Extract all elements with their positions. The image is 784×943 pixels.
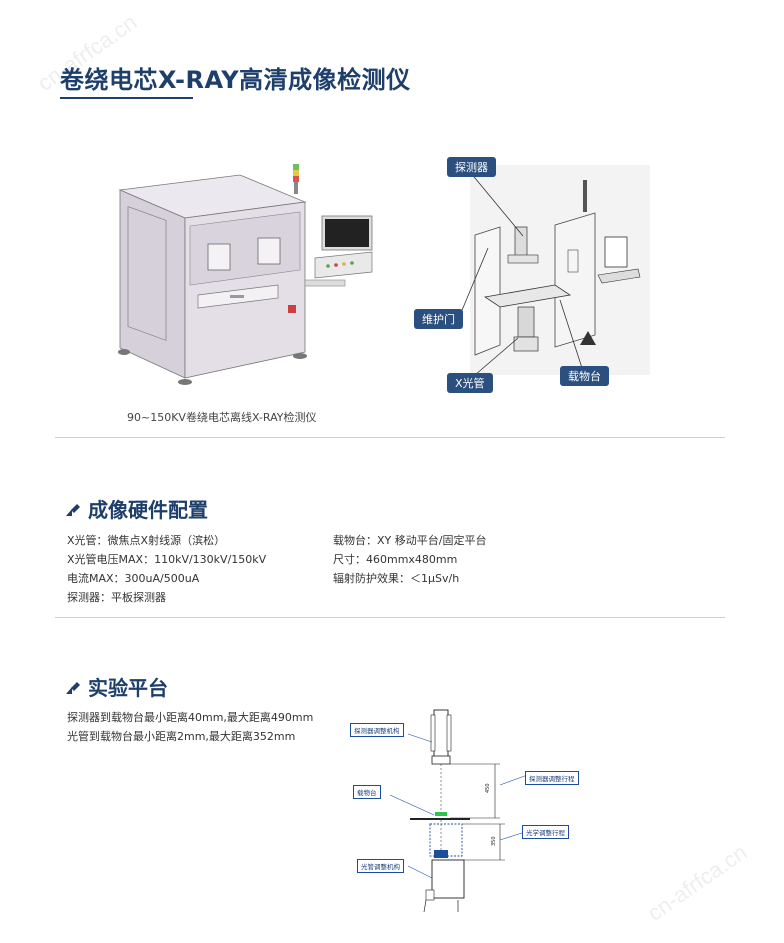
machine-caption: 90~150KV卷绕电芯离线X-RAY检测仪 [127, 411, 317, 424]
section-bullet-icon [66, 682, 80, 694]
divider-2 [55, 617, 725, 618]
machine-illustration [118, 164, 373, 385]
spec-line: 尺寸：460mmx480mm [333, 553, 458, 566]
label-optical-travel: 光学调整行程 [522, 825, 569, 839]
platform-diagram: 450 350 [389, 709, 531, 913]
callout-tube: X光管 [447, 373, 493, 393]
label-tube-mech: 光管调整机构 [357, 859, 404, 873]
spec-line: 探测器到载物台最小距离40mm,最大距离490mm [67, 711, 314, 724]
callout-detector: 探测器 [447, 157, 496, 177]
hardware-specs-right: 载物台：XY 移动平台/固定平台 尺寸：460mmx480mm 辐射防护效果：＜… [333, 531, 486, 588]
label-stage: 载物台 [353, 785, 381, 799]
spec-line: 辐射防护效果：＜1μSv/h [333, 572, 460, 585]
structure-illustration [470, 165, 650, 375]
spec-line: X光管：微焦点X射线源（滨松） [67, 534, 226, 547]
page-title: 卷绕电芯X-RAY高清成像检测仪 [60, 66, 411, 94]
spec-line: 光管到载物台最小距离2mm,最大距离352mm [67, 730, 296, 743]
callout-door: 维护门 [414, 309, 463, 329]
platform-specs: 探测器到载物台最小距离40mm,最大距离490mm 光管到载物台最小距离2mm,… [67, 708, 313, 746]
spec-line: 载物台：XY 移动平台/固定平台 [333, 534, 487, 547]
spec-line: X光管电压MAX：110kV/130kV/150kV [67, 553, 267, 566]
section-title-platform: 实验平台 [88, 676, 168, 700]
divider-1 [55, 437, 725, 438]
dim-upper: 450 [485, 783, 491, 793]
label-detector-travel: 探测器调整行程 [525, 771, 579, 785]
section-title-hardware: 成像硬件配置 [88, 498, 208, 522]
spec-line: 探测器：平板探测器 [67, 591, 166, 604]
title-underline [60, 97, 193, 99]
spec-line: 电流MAX：300uA/500uA [67, 572, 200, 585]
section-bullet-icon [66, 504, 80, 516]
callout-stage: 载物台 [560, 366, 609, 386]
hardware-specs-left: X光管：微焦点X射线源（滨松） X光管电压MAX：110kV/130kV/150… [67, 531, 266, 607]
label-detector-mech: 探测器调整机构 [350, 723, 404, 737]
dim-lower: 350 [491, 836, 497, 846]
